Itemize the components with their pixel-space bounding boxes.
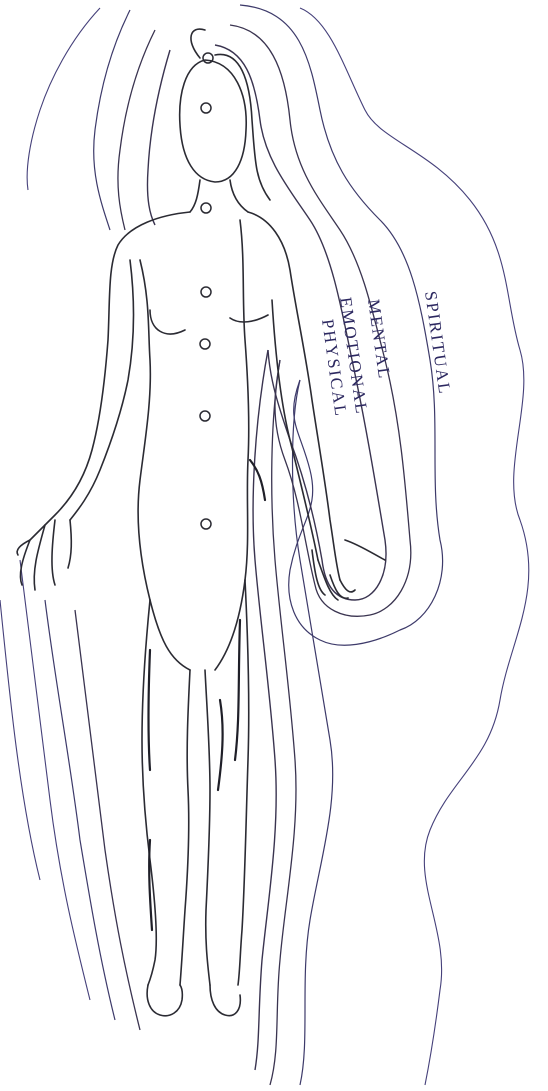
- physical-aura-outline: [147, 45, 385, 1070]
- spiritual-aura-outline: [0, 8, 529, 1085]
- label-mental: MENTAL: [364, 298, 394, 381]
- chakra-solar-plexus: [200, 339, 210, 349]
- chakra-root: [201, 519, 211, 529]
- chakra-throat: [201, 203, 211, 213]
- mental-aura-outline: [45, 5, 443, 1085]
- chakra-sacral: [200, 411, 210, 421]
- chakra-heart: [201, 287, 211, 297]
- chakra-third-eye: [201, 103, 211, 113]
- chakra-points: [200, 53, 213, 529]
- chakra-crown: [203, 53, 213, 63]
- label-spiritual: SPIRITUAL: [421, 290, 454, 397]
